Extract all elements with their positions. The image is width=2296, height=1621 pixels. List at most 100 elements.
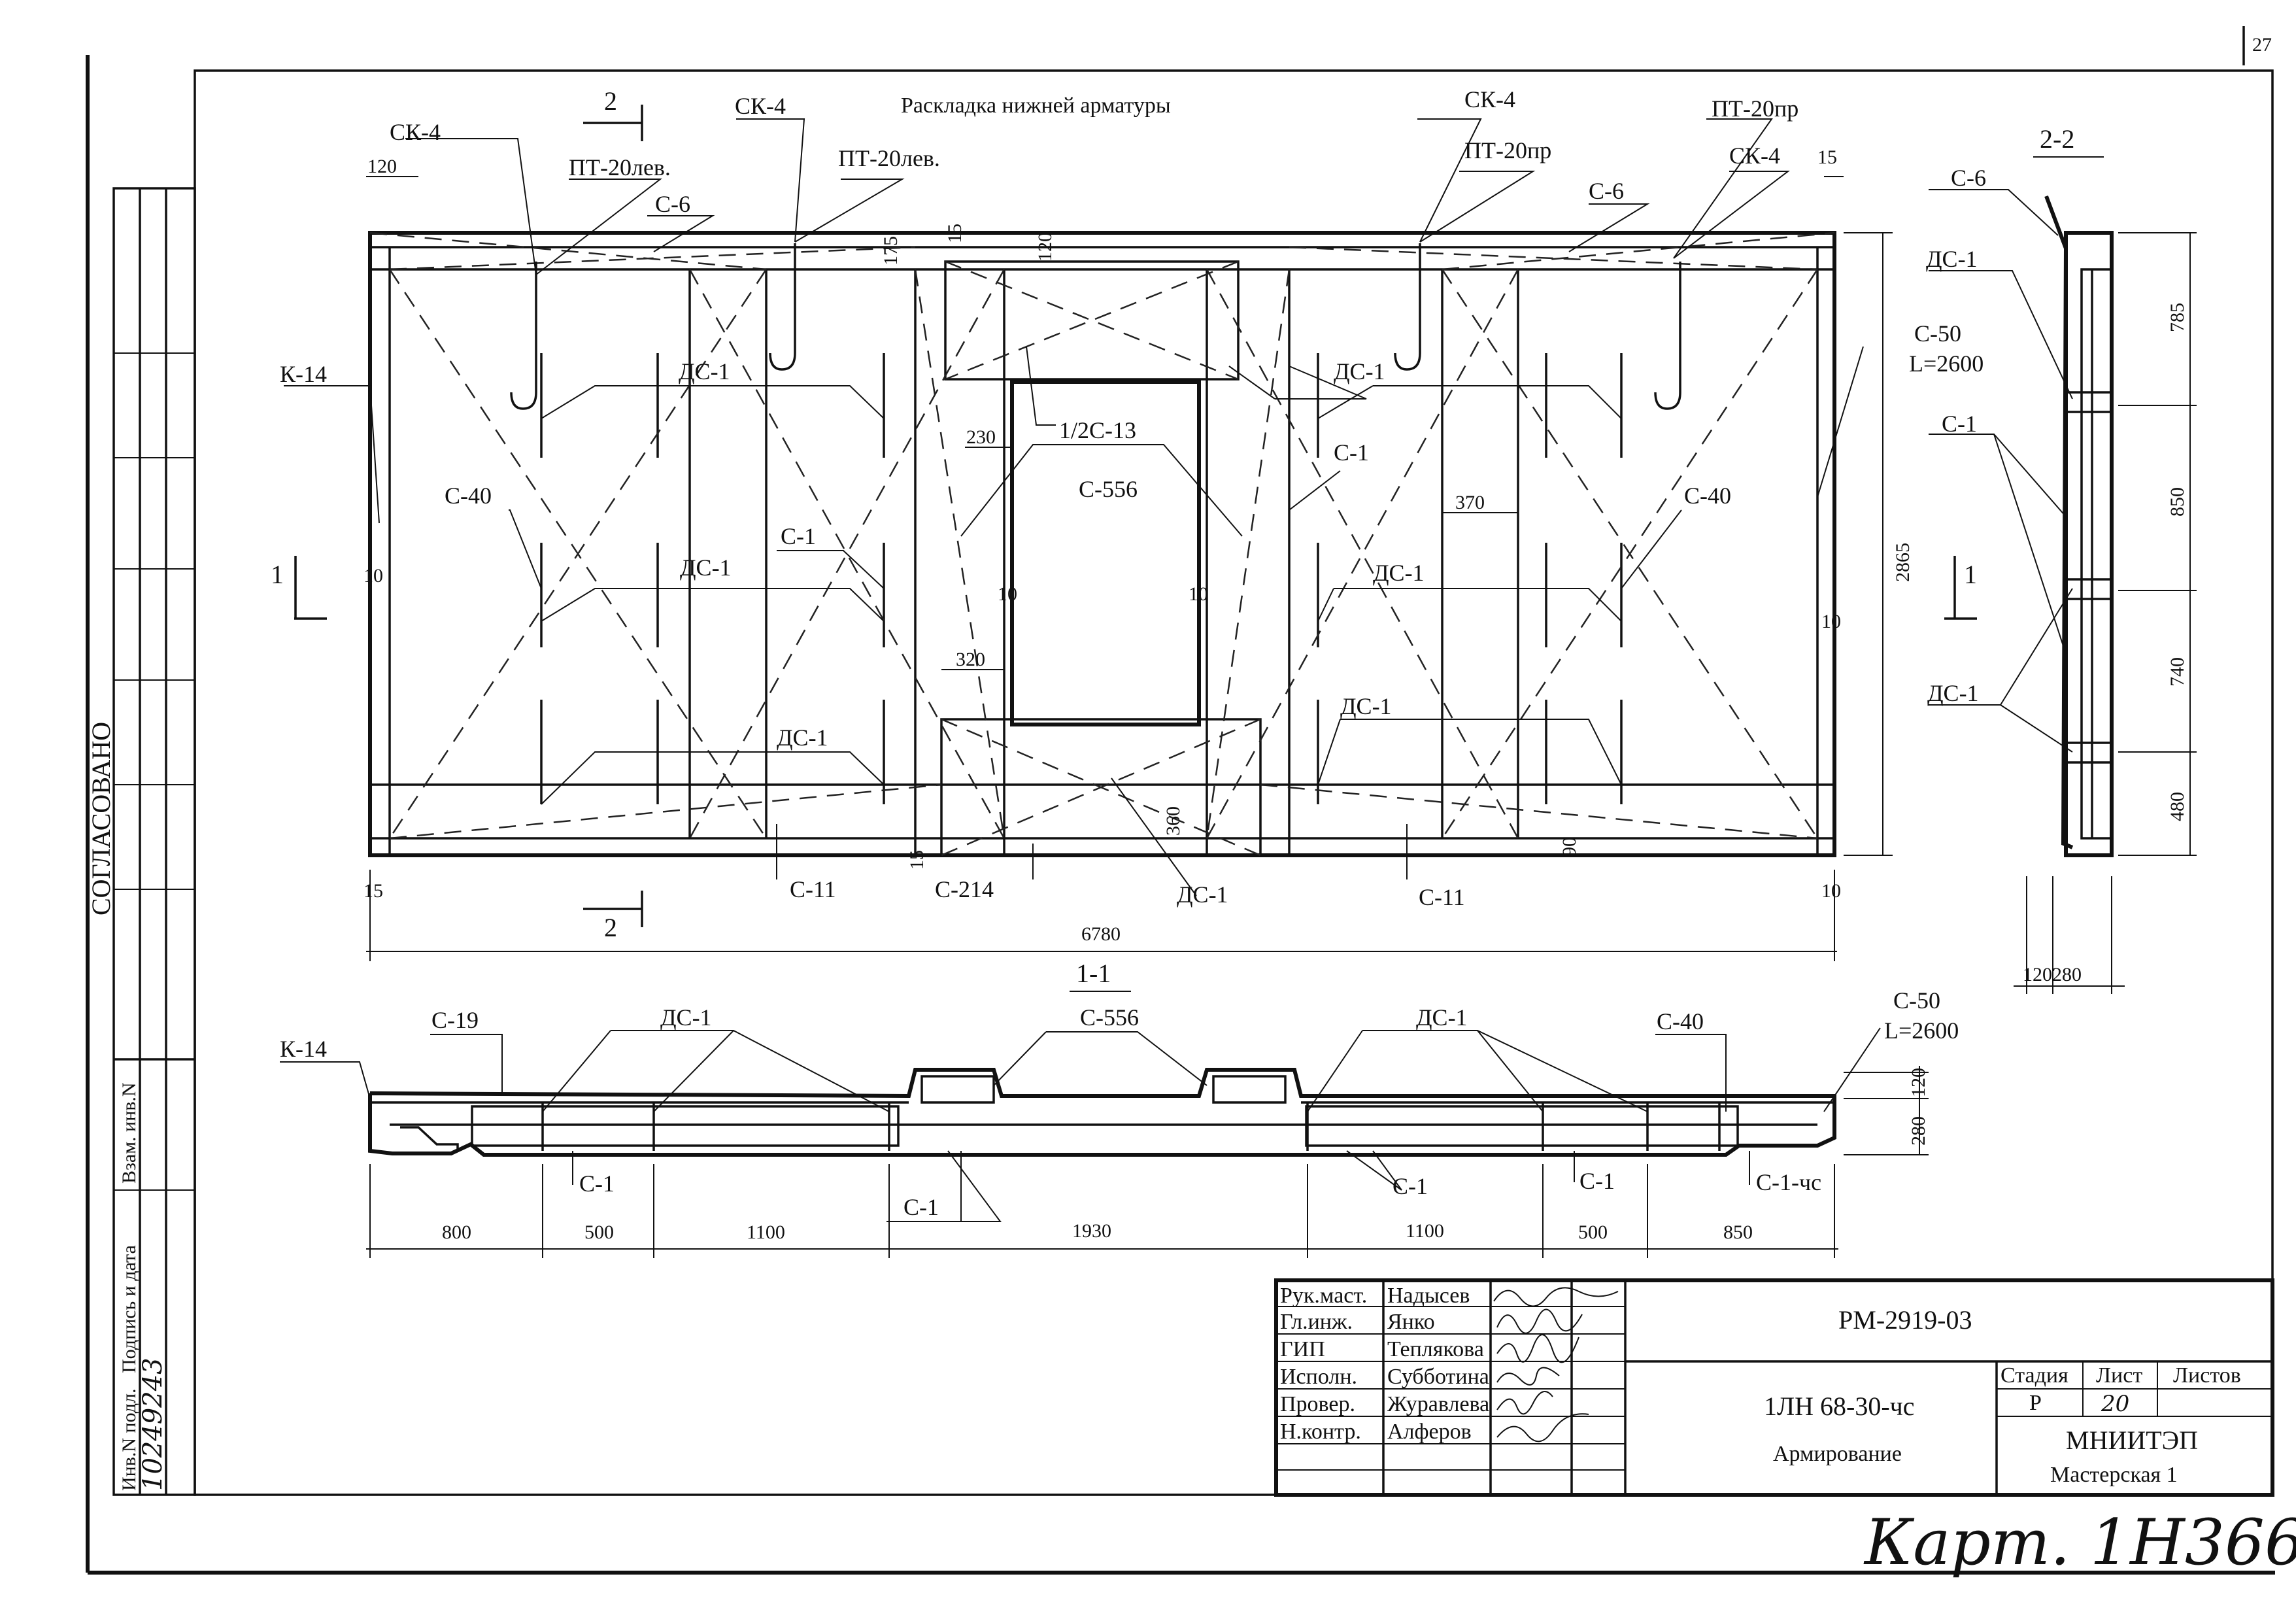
label-ds1-4: ДС-1 — [1373, 560, 1425, 586]
tb-role-4: Провер. — [1280, 1392, 1355, 1416]
stamp-inv-label: Инв.N подл. — [118, 1389, 140, 1491]
tb-sheets-h: Листов — [2173, 1363, 2241, 1388]
label-c1-1: С-1 — [1334, 439, 1369, 466]
dim-120-sec: 120 — [1908, 1068, 1929, 1097]
label-c556-section: С-556 — [1080, 1004, 1139, 1031]
label-ds1-2: ДС-1 — [1334, 358, 1385, 384]
signatures — [1493, 1287, 1619, 1442]
label-c556-plan: С-556 — [1079, 476, 1138, 502]
stamp-inv-value: 10249243 — [138, 1357, 168, 1491]
label-ds1-6: ДС-1 — [1340, 693, 1392, 719]
dim-10-left: 10 — [363, 565, 383, 587]
section-mark-2-top: 2 — [604, 86, 617, 116]
section-mark-2-bottom: 2 — [604, 913, 617, 942]
tb-stage-h: Стадия — [2001, 1363, 2068, 1388]
plan-title: Раскладка нижней арматуры — [901, 94, 1171, 118]
dim-6780: 6780 — [1081, 923, 1121, 945]
label-c6-1: С-6 — [655, 191, 690, 217]
lifting-hooks — [510, 243, 1681, 410]
section-2-2: 2-2 С-6 ДС-1 С-1 ДС-1 785 850 740 480 1 — [1926, 124, 2197, 994]
label-ds1-7: ДС-1 — [1177, 881, 1228, 908]
stamp-podpis-label: Подпись и дата — [118, 1245, 140, 1373]
section-1-1: 1-1 К-14 С — [280, 959, 1959, 1258]
tb-name-2: Теплякова — [1387, 1337, 1484, 1361]
title-block: Рук.маст. Гл.инж. ГИП Исполн. Провер. Н.… — [1274, 1278, 2274, 1497]
label-pt20lev-2: ПТ-20лев. — [838, 145, 940, 171]
label-c11-2: С-11 — [1419, 884, 1465, 910]
dim-10-door-r: 10 — [1189, 583, 1208, 605]
label-c1-sec-3: С-1 — [1393, 1173, 1428, 1199]
tb-sheet-title: Армирование — [1773, 1442, 1902, 1466]
dim-740: 740 — [2167, 657, 2188, 687]
label-c40-2: С-40 — [1684, 483, 1731, 509]
label-pt20pr-2: ПТ-20пр — [1712, 95, 1798, 122]
label-c50-plan: С-50 — [1914, 320, 1961, 347]
tb-sheet: 20 — [2101, 1391, 2129, 1417]
dim-15-bottom: 15 — [906, 850, 928, 870]
dim-850-sec: 850 — [1723, 1221, 1753, 1243]
door-opening — [1010, 380, 1201, 726]
label-sk4-1: СК-4 — [390, 119, 441, 145]
label-c1-sec-4: С-1 — [1579, 1168, 1615, 1194]
dim-800: 800 — [442, 1221, 471, 1243]
dim-785: 785 — [2167, 303, 2188, 332]
view-2-2-title: 2-2 — [2040, 124, 2074, 154]
dim-850: 850 — [2167, 487, 2188, 517]
tb-stage: Р — [2029, 1391, 2042, 1415]
plan-leaders — [284, 118, 1864, 896]
tb-workshop: Мастерская 1 — [2050, 1463, 2178, 1487]
label-c6-2: С-6 — [1589, 178, 1624, 204]
left-stamp: СОГЛАСОВАНО Взам. инв.N Подпись и дата И… — [86, 187, 196, 1496]
tb-name-1: Янко — [1387, 1310, 1435, 1334]
stamp-vzam-label: Взам. инв.N — [118, 1082, 140, 1184]
panel-outline — [368, 231, 1836, 857]
view-1-1-title: 1-1 — [1076, 959, 1111, 988]
tb-product: 1ЛН 68-30-чс — [1764, 1391, 1915, 1421]
label-sk4-4: СК-4 — [1729, 143, 1780, 169]
dim-480: 480 — [2167, 792, 2188, 821]
label-ds1-section-bottom: ДС-1 — [1927, 680, 1979, 706]
handwritten-note: Карт. 1Н366 — [1863, 1506, 2296, 1579]
dim-320: 320 — [956, 649, 985, 670]
tb-role-5: Н.контр. — [1280, 1420, 1361, 1444]
dim-1930: 1930 — [1072, 1220, 1111, 1242]
dim-175: 175 — [880, 236, 902, 265]
dim-120-top: 120 — [367, 156, 397, 177]
section-dimensions — [366, 1066, 1929, 1258]
label-ds1-sec-l: ДС-1 — [660, 1004, 712, 1031]
label-l2600-plan: L=2600 — [1909, 350, 1984, 377]
label-c40-section: С-40 — [1657, 1008, 1704, 1034]
dim-12280: 120280 — [2023, 964, 2082, 985]
label-pt20lev-1: ПТ-20лев. — [569, 154, 671, 180]
tb-role-0: Рук.маст. — [1280, 1284, 1367, 1308]
tb-role-3: Исполн. — [1280, 1365, 1357, 1389]
sheet-corner-number: 27 — [2252, 34, 2272, 56]
label-c6-section: С-6 — [1951, 165, 1986, 191]
label-c1-section: С-1 — [1942, 411, 1977, 437]
dim-280-sec: 280 — [1908, 1116, 1929, 1146]
dim-500-r: 500 — [1578, 1221, 1608, 1243]
tb-sheet-h: Лист — [2096, 1363, 2142, 1388]
dim-90: 90 — [1559, 837, 1580, 857]
label-c40-1: С-40 — [445, 483, 492, 509]
dim-15-top: 15 — [1817, 146, 1837, 168]
section-mark-1-left: 1 — [271, 560, 284, 589]
label-half-c13: 1/2С-13 — [1059, 417, 1136, 443]
label-l2600-section: L=2600 — [1884, 1017, 1959, 1044]
dim-10-right: 10 — [1821, 611, 1841, 632]
tb-code: РМ-2919-03 — [1838, 1305, 1972, 1335]
label-pt20pr-1: ПТ-20пр — [1464, 137, 1551, 163]
tb-name-3: Субботина — [1387, 1365, 1489, 1389]
tb-role-1: Гл.инж. — [1280, 1310, 1353, 1334]
dim-230: 230 — [966, 426, 996, 448]
section-profile — [368, 1068, 1836, 1157]
dim-2865: 2865 — [1892, 543, 1914, 582]
dim-10-door-l: 10 — [998, 583, 1017, 605]
dim-500-l: 500 — [584, 1221, 614, 1243]
section-marks — [294, 105, 1977, 927]
tb-name-0: Надысев — [1387, 1284, 1470, 1308]
dim-370: 370 — [1455, 492, 1485, 513]
dim-120-mid: 120 — [1034, 232, 1056, 262]
plan-view: Раскладка нижней арматуры — [271, 86, 1984, 961]
